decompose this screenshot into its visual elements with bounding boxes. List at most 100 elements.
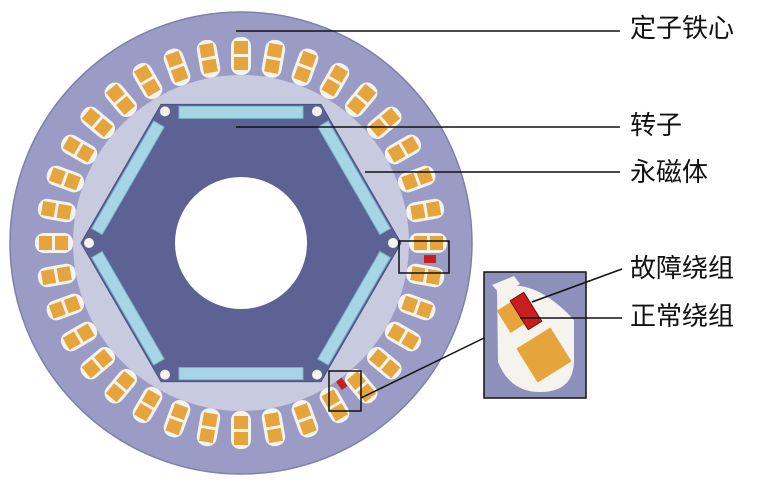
winding-coil: [234, 41, 248, 54]
flux-barrier: [160, 369, 170, 380]
flux-barrier: [312, 369, 322, 380]
winding-coil: [381, 107, 401, 127]
stator-slot: [291, 399, 319, 438]
winding-coil: [62, 135, 81, 155]
winding-coil: [76, 143, 95, 163]
winding-coil: [94, 348, 113, 368]
stator-slot: [60, 134, 98, 165]
flux-barrier: [388, 238, 398, 248]
stator-slot: [345, 82, 378, 118]
permanent-magnet: [178, 367, 304, 381]
winding-coil: [63, 295, 81, 314]
winding-coil: [293, 403, 312, 421]
stator-slot: [104, 368, 137, 404]
winding-coil: [81, 107, 101, 127]
stator-slot: [261, 408, 286, 447]
winding-coil: [81, 359, 101, 379]
winding-coil: [329, 403, 349, 422]
stator-slot: [104, 82, 137, 118]
stator-slot: [46, 165, 85, 193]
winding-coil: [48, 301, 66, 319]
winding-coil: [76, 323, 95, 343]
winding-coil: [369, 348, 388, 368]
winding-coil: [63, 172, 81, 191]
winding-coil: [387, 323, 406, 343]
winding-coil: [299, 418, 317, 436]
winding-coil: [357, 83, 377, 103]
winding-coil: [410, 266, 426, 283]
leader-zoom: [360, 337, 485, 399]
winding-coil: [141, 78, 161, 97]
winding-coil: [141, 389, 161, 408]
winding-coil: [165, 418, 183, 436]
winding-coil: [329, 64, 349, 83]
winding-coil: [133, 64, 153, 83]
label-faulty-winding: 故障绕组: [630, 254, 735, 284]
winding-coil: [401, 172, 419, 191]
winding-coil: [401, 135, 420, 155]
faulty-winding: [335, 376, 348, 391]
stator-slot: [231, 37, 251, 75]
zoom-source-box: [328, 370, 362, 412]
winding-coil: [55, 236, 68, 250]
winding-coil: [293, 65, 312, 83]
stator-slot: [384, 321, 422, 352]
permanent-magnet: [91, 250, 165, 366]
inset-normal-winding-large: [516, 327, 572, 383]
stator-slot: [366, 347, 402, 380]
winding-coil: [401, 331, 420, 351]
stator-slot: [60, 321, 98, 352]
flux-barrier: [160, 106, 170, 117]
winding-coil: [234, 57, 248, 70]
stator-slot: [409, 233, 447, 253]
permanent-magnet: [178, 105, 304, 119]
faulty-winding: [424, 255, 436, 263]
stator-slot: [384, 134, 422, 165]
winding-coil: [264, 58, 281, 74]
zoom-inset: [483, 271, 587, 399]
winding-coil: [201, 58, 218, 74]
stator-slot: [319, 386, 350, 424]
stator-slot: [319, 62, 350, 100]
winding-coil: [234, 416, 248, 429]
winding-coil: [410, 203, 426, 220]
winding-coil: [425, 201, 442, 218]
stator-slot: [196, 39, 221, 78]
label-rotor: 转子: [630, 111, 683, 141]
stator-slot: [261, 39, 286, 78]
winding-coil: [425, 268, 442, 285]
winding-coil: [381, 359, 401, 379]
winding-coil: [199, 42, 216, 59]
winding-coil: [39, 236, 52, 250]
winding-coil: [299, 50, 317, 68]
permanent-magnet: [317, 120, 391, 236]
stator-slot: [406, 198, 445, 223]
label-normal-winding: 正常绕组: [630, 302, 735, 332]
stator-slot: [163, 48, 191, 87]
winding-coil: [116, 96, 136, 115]
winding-coil: [56, 266, 72, 283]
winding-coil: [40, 201, 57, 218]
leader-faulty-winding: [531, 268, 623, 303]
winding-coil: [430, 236, 443, 250]
stator-slot: [196, 408, 221, 447]
shaft-hole: [175, 177, 307, 309]
winding-coil: [264, 412, 281, 428]
winding-coil: [62, 331, 81, 351]
winding-coil: [199, 427, 216, 444]
label-permanent-magnet: 永磁体: [630, 158, 709, 188]
stator-slot: [37, 263, 76, 288]
winding-coil: [416, 301, 434, 319]
stator-slot: [163, 399, 191, 438]
permanent-magnet: [91, 120, 165, 236]
winding-coil: [234, 432, 248, 445]
permanent-magnets: [84, 105, 398, 381]
winding-coil: [105, 383, 125, 403]
label-stator-core: 定子铁心: [630, 14, 735, 44]
winding-coil: [414, 236, 427, 250]
flux-barrier: [84, 238, 94, 248]
winding-coil: [321, 78, 341, 97]
winding-coil: [40, 268, 57, 285]
winding-coil: [266, 42, 283, 59]
